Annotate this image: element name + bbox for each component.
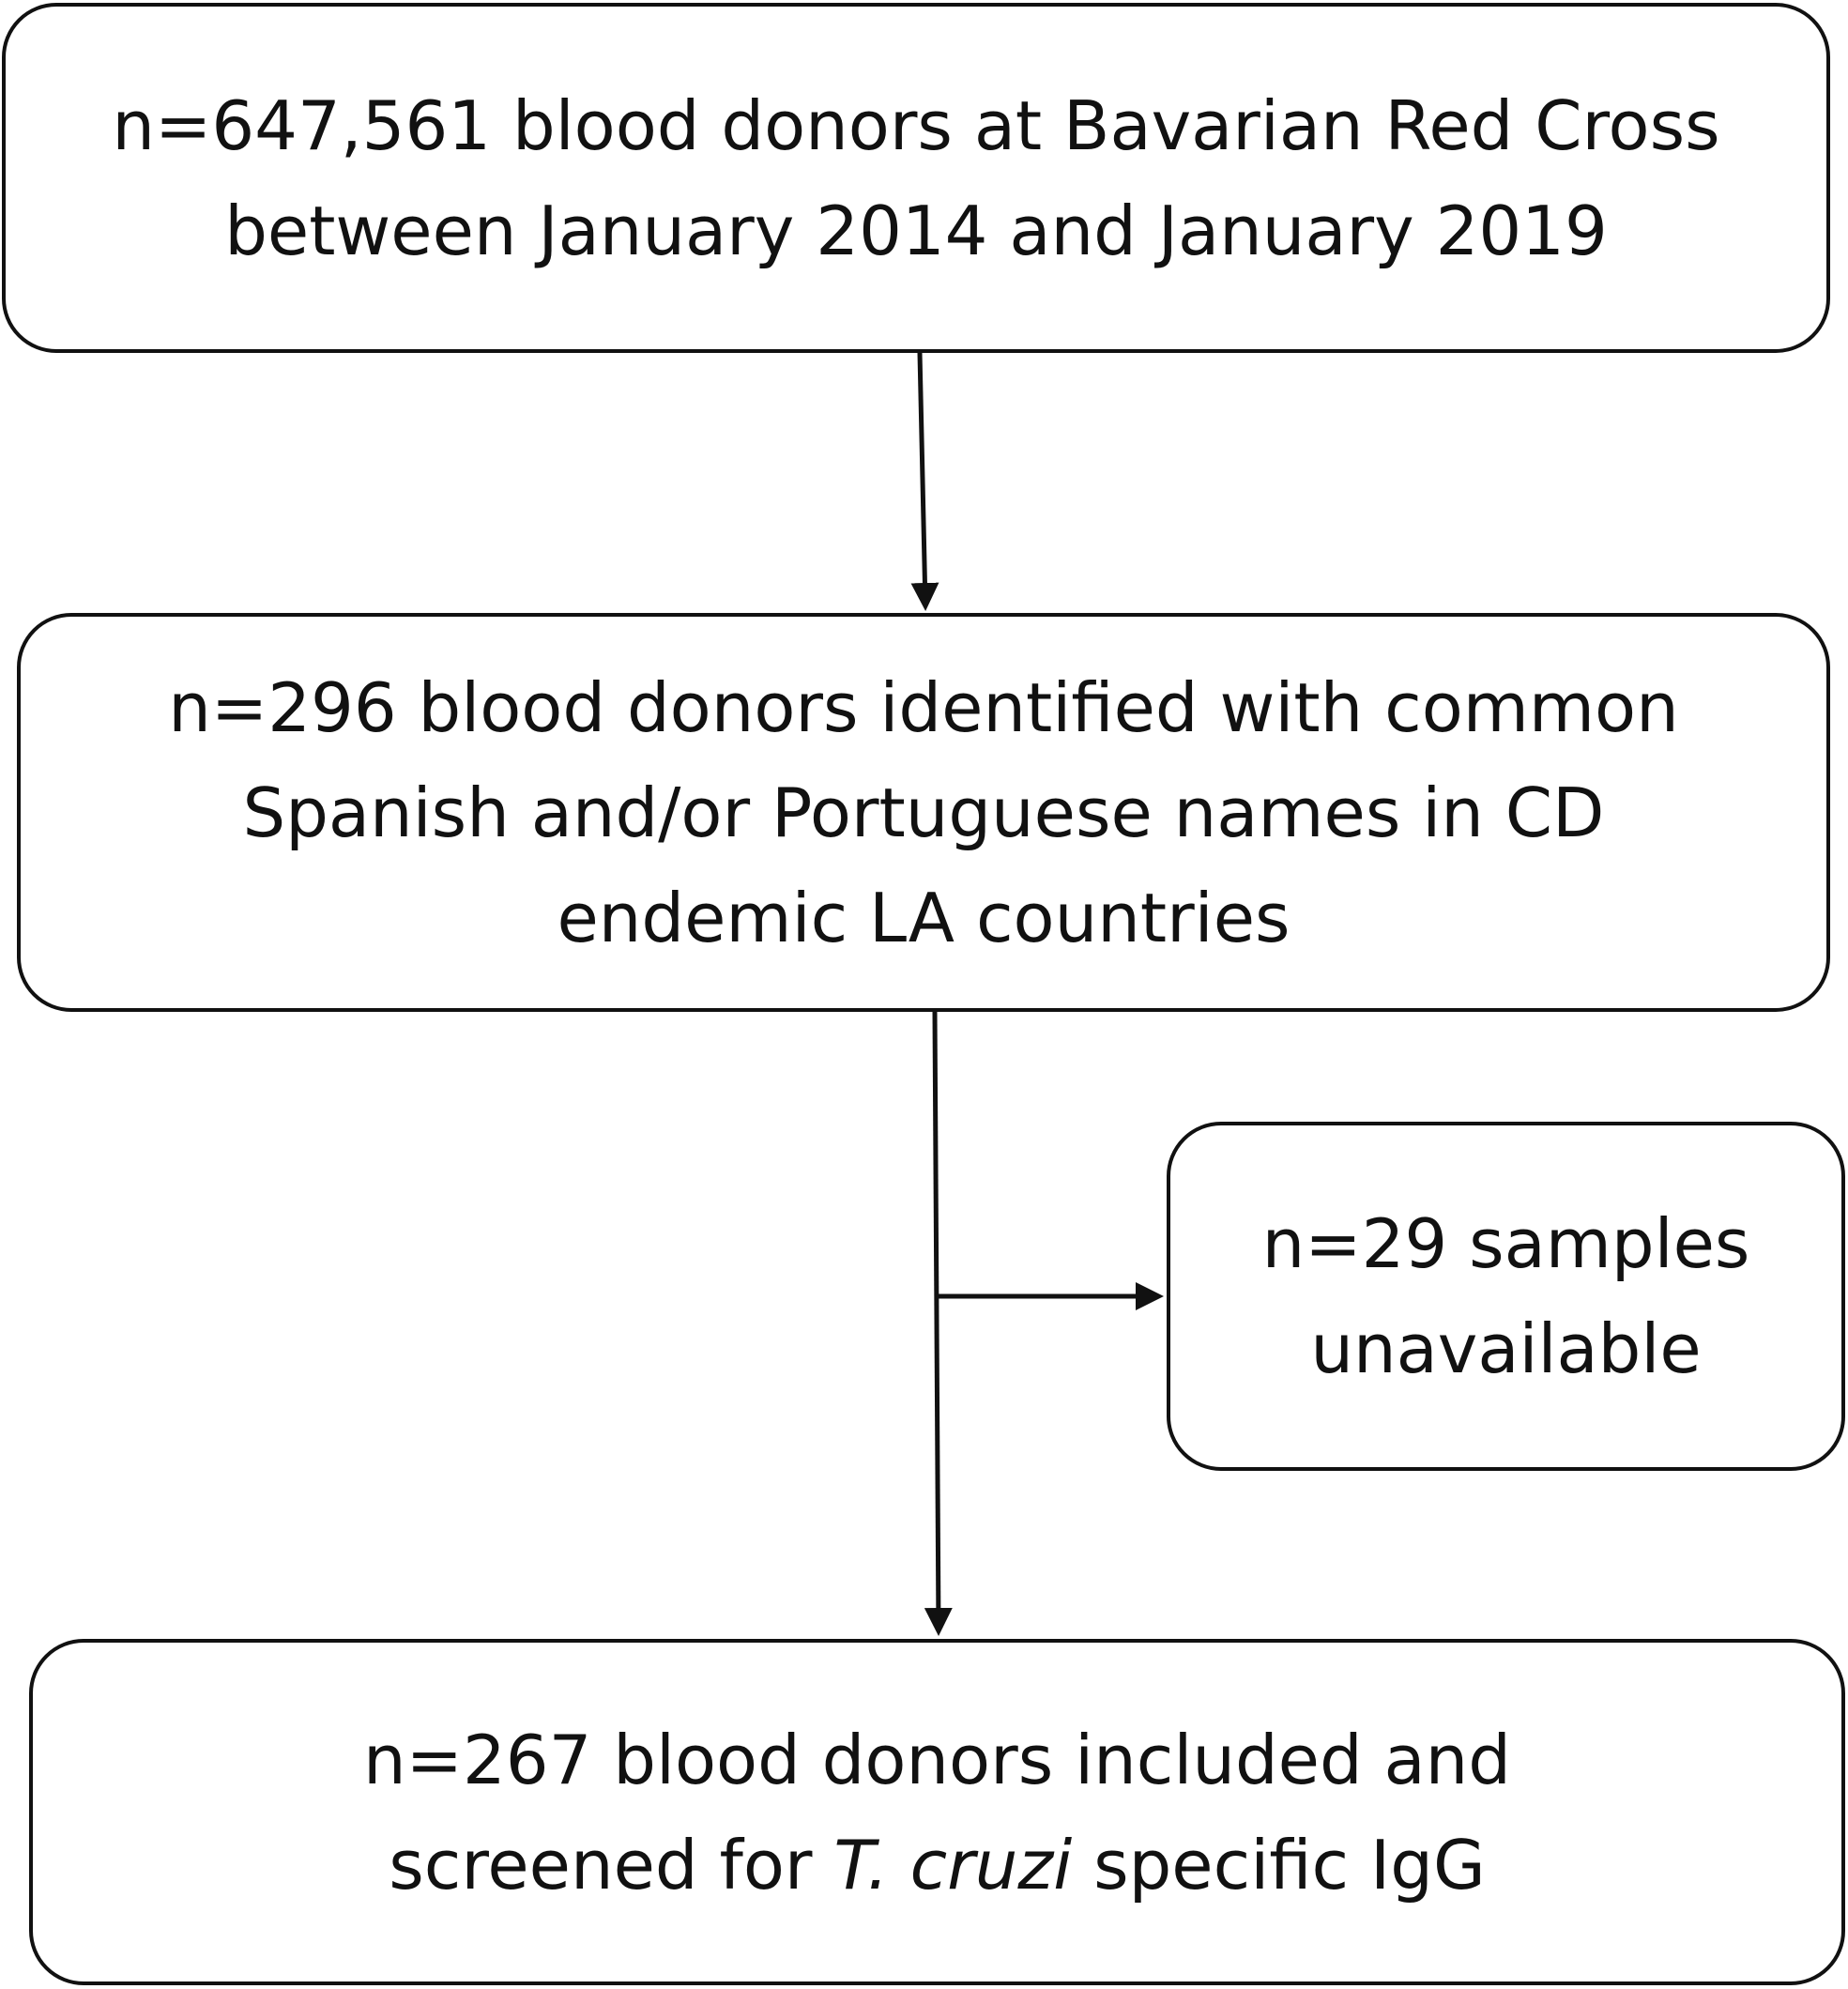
box-identified-donors-line-2: Spanish and/or Portuguese names in CD xyxy=(242,773,1605,852)
box-included-donors-line-2-suffix: specific IgG xyxy=(1072,1825,1486,1905)
box-total-donors: n=647,561 blood donors at Bavarian Red C… xyxy=(2,3,1830,353)
box-included-donors-line-2-prefix: screened for xyxy=(389,1825,834,1905)
box-samples-unavailable-line-2: unavailable xyxy=(1310,1309,1702,1388)
box-included-donors-line-1: n=267 blood donors included and xyxy=(362,1720,1511,1799)
box-identified-donors-line-1: n=296 blood donors identified with commo… xyxy=(168,667,1679,747)
box-included-donors: n=267 blood donors included and screened… xyxy=(29,1639,1845,1985)
box-identified-donors: n=296 blood donors identified with commo… xyxy=(17,613,1830,1012)
box-total-donors-line-2: between January 2014 and January 2019 xyxy=(224,191,1608,270)
arrow-top-to-middle xyxy=(910,352,939,611)
box-samples-unavailable-line-1: n=29 samples xyxy=(1261,1204,1750,1283)
arrow-middle-to-bottom xyxy=(924,1011,953,1636)
box-identified-donors-line-3: endemic LA countries xyxy=(557,878,1291,957)
box-included-donors-line-2: screened for T. cruzi specific IgG xyxy=(389,1813,1486,1918)
box-samples-unavailable: n=29 samples unavailable xyxy=(1167,1122,1845,1471)
box-total-donors-line-1: n=647,561 blood donors at Bavarian Red C… xyxy=(112,85,1720,165)
pathogen-name-italic: T. cruzi xyxy=(833,1825,1073,1905)
